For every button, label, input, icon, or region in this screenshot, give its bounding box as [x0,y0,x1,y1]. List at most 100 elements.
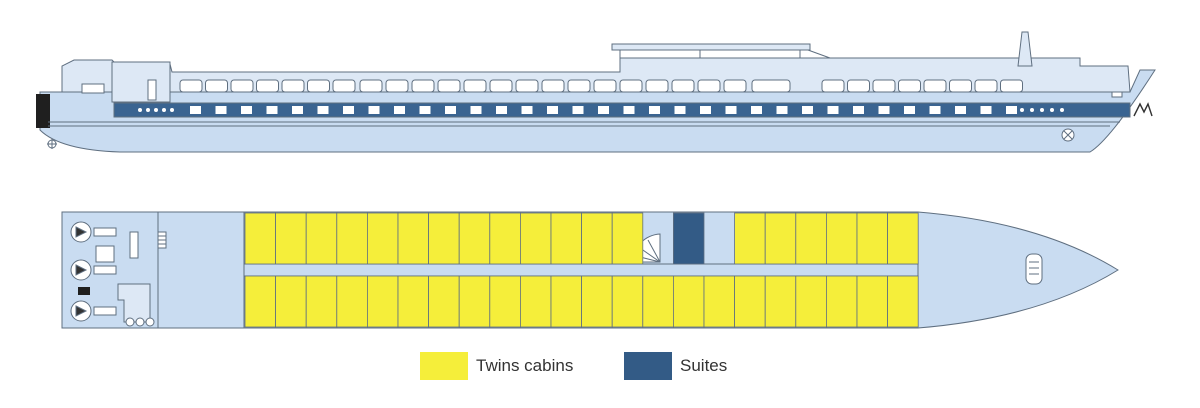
upper-window [671,79,695,93]
upper-window [541,79,565,93]
band-window [904,106,915,114]
band-window [368,106,380,114]
cabin-grid [244,212,919,328]
legend-item-twins-cabins: Twins cabins [420,352,573,380]
lounge-window [751,79,791,93]
twin-cabin [244,275,277,328]
band-window [802,106,813,114]
upper-window [205,79,228,93]
aft-stairs-steps [158,235,166,245]
twin-cabin [275,275,307,328]
band-window [190,106,201,114]
band-window [470,106,482,114]
band-window [241,106,252,114]
twin-cabin [581,275,613,328]
band-window [674,106,686,114]
upper-window [359,79,383,93]
band-window [725,106,737,114]
upper-window [332,79,356,93]
twin-cabin [734,275,766,328]
porthole [162,108,166,112]
band-window [266,106,278,114]
legend-item-suites: Suites [624,352,727,380]
cabin-band-window-row [138,106,1064,114]
band-window [317,106,329,114]
twin-cabin [550,275,583,328]
stern-block [36,94,50,128]
twin-cabin [397,212,430,265]
twin-cabin [489,212,521,265]
upper-window [230,79,254,93]
twin-cabin [856,212,889,265]
upper-window [411,79,435,93]
band-window [572,106,584,114]
porthole [138,108,142,112]
band-window [700,106,711,114]
band-window [419,106,431,114]
band-window [776,106,788,114]
twin-cabin [703,275,736,328]
upper-window [923,79,947,93]
twin-cabin [458,275,491,328]
upper-window [281,79,305,93]
wheelhouse-window [81,83,105,94]
legend-swatch-suites [624,352,672,380]
upper-window [1000,79,1023,93]
wheelhouse [111,61,171,103]
porthole [170,108,174,112]
band-window [521,106,533,114]
twin-cabin [764,212,797,265]
tank-row [125,317,155,327]
ship-id-plate [1111,91,1123,98]
band-window [215,106,227,114]
band-window [547,106,558,114]
band-window [878,106,890,114]
upper-window [179,79,203,93]
band-window [623,106,635,114]
twin-cabin [826,212,858,265]
twin-cabin [826,275,858,328]
twin-cabin [642,275,674,328]
twin-cabin [275,212,307,265]
twin-cabin [550,212,583,265]
propeller-icon [70,221,117,243]
porthole [1060,108,1064,112]
upper-window [974,79,998,93]
upper-window [593,79,617,93]
tank-block [78,287,90,295]
porthole [1010,108,1014,112]
upper-window [847,79,870,93]
twin-cabin [458,212,491,265]
band-window [929,106,941,114]
suite-cabin [673,212,705,265]
band-window [980,106,992,114]
upper-window [489,79,513,93]
upper-window [619,79,643,93]
twin-cabin [581,212,613,265]
service-corridor [117,283,151,323]
twin-cabin [856,275,889,328]
band-window [445,106,456,114]
porthole [154,108,158,112]
twin-cabin [428,212,460,265]
twin-cabin [397,275,430,328]
twin-cabin [887,275,919,328]
band-window [827,106,839,114]
legend-label-suites: Suites [680,356,728,375]
upper-window [463,79,487,93]
propeller-icon [70,259,117,281]
twin-cabin [673,275,705,328]
central-corridor [243,263,919,277]
upper-window [567,79,591,93]
upper-window [256,79,279,93]
upper-window [385,79,409,93]
upper-window [697,79,721,93]
upper-window [645,79,669,93]
logo-icon [1133,102,1153,117]
service-panel [129,231,139,259]
twin-cabin [795,212,827,265]
twin-cabin [305,212,338,265]
twin-cabin [611,275,644,328]
twin-cabin [734,212,766,265]
